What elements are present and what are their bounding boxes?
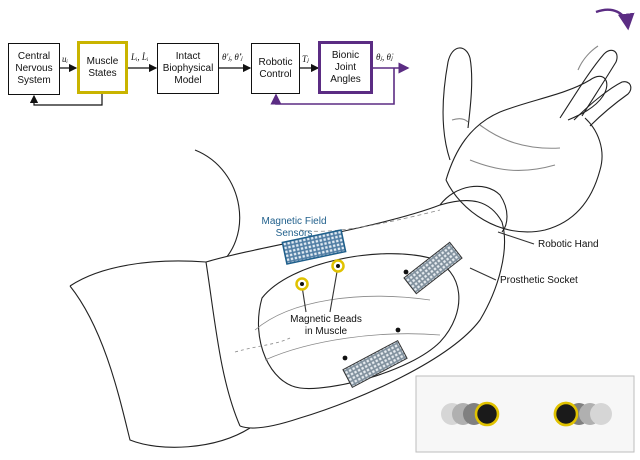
block-robotic-control: Robotic Control bbox=[251, 43, 300, 94]
signal-u: uᵢ bbox=[62, 54, 68, 64]
magnetic-field-sensors bbox=[281, 229, 463, 389]
block-muscle-states: Muscle States bbox=[77, 41, 128, 94]
block-central-nervous-system: Central Nervous System bbox=[8, 43, 60, 95]
magnetic-beads bbox=[295, 259, 409, 361]
signal-theta-prime: θ'ⱼ, θ̇'ⱼ bbox=[222, 52, 243, 62]
signal-theta: θⱼ, θ̇ⱼ bbox=[376, 52, 393, 62]
signal-t: Tⱼ bbox=[302, 54, 309, 64]
label-robotic-hand: Robotic Hand bbox=[538, 239, 599, 250]
label-prosthetic-socket: Prosthetic Socket bbox=[500, 275, 578, 286]
block-bionic-joint-angles: Bionic Joint Angles bbox=[318, 41, 373, 94]
bead-motion-inset bbox=[415, 375, 635, 453]
flow-connectors bbox=[29, 63, 320, 106]
block-intact-biophysical-model: Intact Biophysical Model bbox=[157, 43, 219, 94]
label-magnetic-beads: Magnetic Beads in Muscle bbox=[290, 314, 362, 337]
label-magnetic-field-sensors: Magnetic Field Sensors bbox=[261, 216, 327, 239]
bionic-feedback bbox=[270, 62, 410, 105]
signal-l: Lᵢ, L̇ᵢ bbox=[131, 52, 149, 62]
